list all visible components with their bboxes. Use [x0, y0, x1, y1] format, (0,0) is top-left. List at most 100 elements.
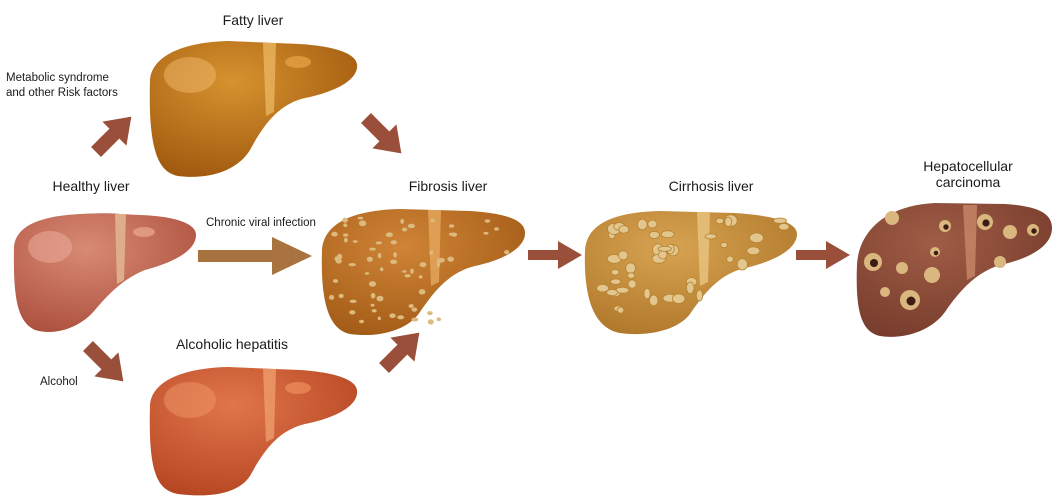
cirrhosis-nodule — [659, 251, 667, 260]
fibrosis-speckle — [409, 304, 414, 308]
fibrosis-speckle — [429, 250, 433, 255]
cirrhosis-nodule — [649, 231, 659, 238]
arrow-metabolic-to-fatty — [84, 105, 143, 164]
cirrhosis-nodule — [618, 251, 627, 260]
fibrosis-speckle — [390, 260, 397, 264]
arrow-viral-infection — [198, 237, 312, 275]
fibrosis-speckle — [427, 311, 433, 315]
tumour-core — [1031, 228, 1036, 233]
fibrosis-speckle — [428, 319, 434, 324]
fibrosis-speckle — [331, 232, 337, 237]
tumour-nodule — [994, 256, 1006, 268]
cirrhosis-liver-label: Cirrhosis liver — [669, 178, 754, 194]
fibrosis-speckle — [449, 233, 455, 236]
cirrhosis-nodule — [628, 280, 636, 288]
fibrosis-speckle — [411, 318, 418, 322]
fibrosis-speckle — [369, 281, 376, 287]
cirrhosis-nodule — [597, 284, 609, 292]
fibrosis-speckle — [378, 317, 381, 321]
fibrosis-speckle — [350, 300, 357, 303]
fatty-liver — [150, 41, 357, 177]
fibrosis-speckle — [393, 252, 397, 258]
cirrhosis-nodule — [658, 246, 671, 251]
fibrosis-liver — [322, 209, 525, 335]
cirrhosis-nodule — [637, 219, 647, 230]
fibrosis-speckle — [349, 310, 355, 314]
fibrosis-speckle — [376, 241, 382, 244]
healthy-liver — [14, 213, 196, 332]
fibrosis-speckle — [419, 289, 426, 295]
fibrosis-speckle — [405, 274, 411, 277]
hepatocellular-carcinoma-label: Hepatocellular carcinoma — [923, 158, 1013, 190]
fibrosis-speckle — [343, 233, 348, 236]
cirrhosis-nodule — [779, 223, 789, 230]
fibrosis-speckle — [430, 219, 435, 223]
tumour-nodule — [896, 262, 908, 274]
tumour-core — [943, 224, 948, 229]
tumour-core — [870, 259, 878, 267]
fibrosis-speckle — [419, 275, 423, 278]
fibrosis-speckle — [371, 293, 376, 299]
fibrosis-speckle — [372, 309, 377, 312]
fibrosis-speckle — [410, 269, 414, 274]
fibrosis-speckle — [378, 253, 382, 258]
metabolic-syndrome-label: Metabolic syndrome and other Risk factor… — [6, 71, 118, 101]
fibrosis-speckle — [389, 313, 395, 318]
fibrosis-speckle — [349, 263, 356, 266]
chronic-viral-infection-label: Chronic viral infection — [206, 216, 316, 231]
fibrosis-speckle — [447, 257, 454, 262]
arrow-fatty-to-fibrosis — [354, 106, 413, 165]
fibrosis-speckle — [343, 223, 347, 227]
cirrhosis-nodule — [705, 234, 716, 239]
fibrosis-speckle — [412, 308, 418, 312]
fibrosis-speckle — [437, 261, 441, 267]
fibrosis-liver-label: Fibrosis liver — [409, 178, 488, 194]
tumour-nodule — [924, 267, 940, 283]
tumour-core — [982, 219, 989, 226]
fibrosis-speckle — [504, 250, 509, 254]
cirrhosis-nodule — [725, 217, 732, 226]
cirrhosis-nodule — [750, 233, 764, 243]
arrow-cirrhosis-to-hcc — [796, 241, 850, 269]
cirrhosis-nodule — [648, 220, 657, 228]
fibrosis-speckle — [357, 217, 363, 220]
alcoholic-hepatitis-liver — [150, 367, 357, 495]
cirrhosis-liver — [585, 211, 797, 334]
fibrosis-speckle — [397, 315, 404, 319]
alcoholic-hepatitis-label: Alcoholic hepatitis — [176, 336, 288, 352]
fibrosis-speckle — [400, 219, 404, 224]
arrow-alcohol-to-alcoholic — [76, 334, 135, 393]
fibrosis-speckle — [402, 228, 407, 232]
fibrosis-speckle — [333, 279, 338, 283]
cirrhosis-nodule — [737, 259, 747, 270]
metabolic-label-line1: Metabolic syndrome — [6, 71, 118, 86]
fibrosis-speckle — [371, 304, 375, 307]
fibrosis-speckle — [342, 218, 348, 223]
cirrhosis-nodule — [617, 307, 623, 313]
cirrhosis-nodule — [627, 273, 634, 279]
cirrhosis-nodule — [619, 226, 629, 234]
cirrhosis-nodule — [611, 279, 621, 284]
metabolic-label-line2: and other Risk factors — [6, 86, 118, 101]
cirrhosis-nodule — [721, 242, 728, 247]
fatty-liver-label: Fatty liver — [223, 12, 284, 28]
cirrhosis-nodule — [747, 247, 760, 255]
fibrosis-speckle — [419, 262, 426, 267]
arrow-fibrosis-to-cirrhosis — [528, 241, 582, 269]
alcohol-label: Alcohol — [40, 375, 78, 390]
fibrosis-speckle — [494, 227, 499, 230]
tumour-core — [934, 251, 939, 256]
fibrosis-speckle — [353, 240, 358, 243]
fibrosis-speckle — [339, 294, 344, 298]
cirrhosis-nodule — [672, 294, 685, 304]
fibrosis-speckle — [438, 258, 445, 261]
hepatocellular-carcinoma-liver — [857, 203, 1052, 337]
cirrhosis-nodule — [661, 231, 674, 238]
cirrhosis-nodule — [644, 288, 650, 298]
tumour-nodule — [1003, 225, 1017, 239]
fibrosis-speckle — [485, 219, 491, 222]
hcc-label-line1: Hepatocellular — [923, 158, 1013, 174]
cirrhosis-nodule — [626, 263, 636, 274]
cirrhosis-nodule — [687, 282, 694, 294]
